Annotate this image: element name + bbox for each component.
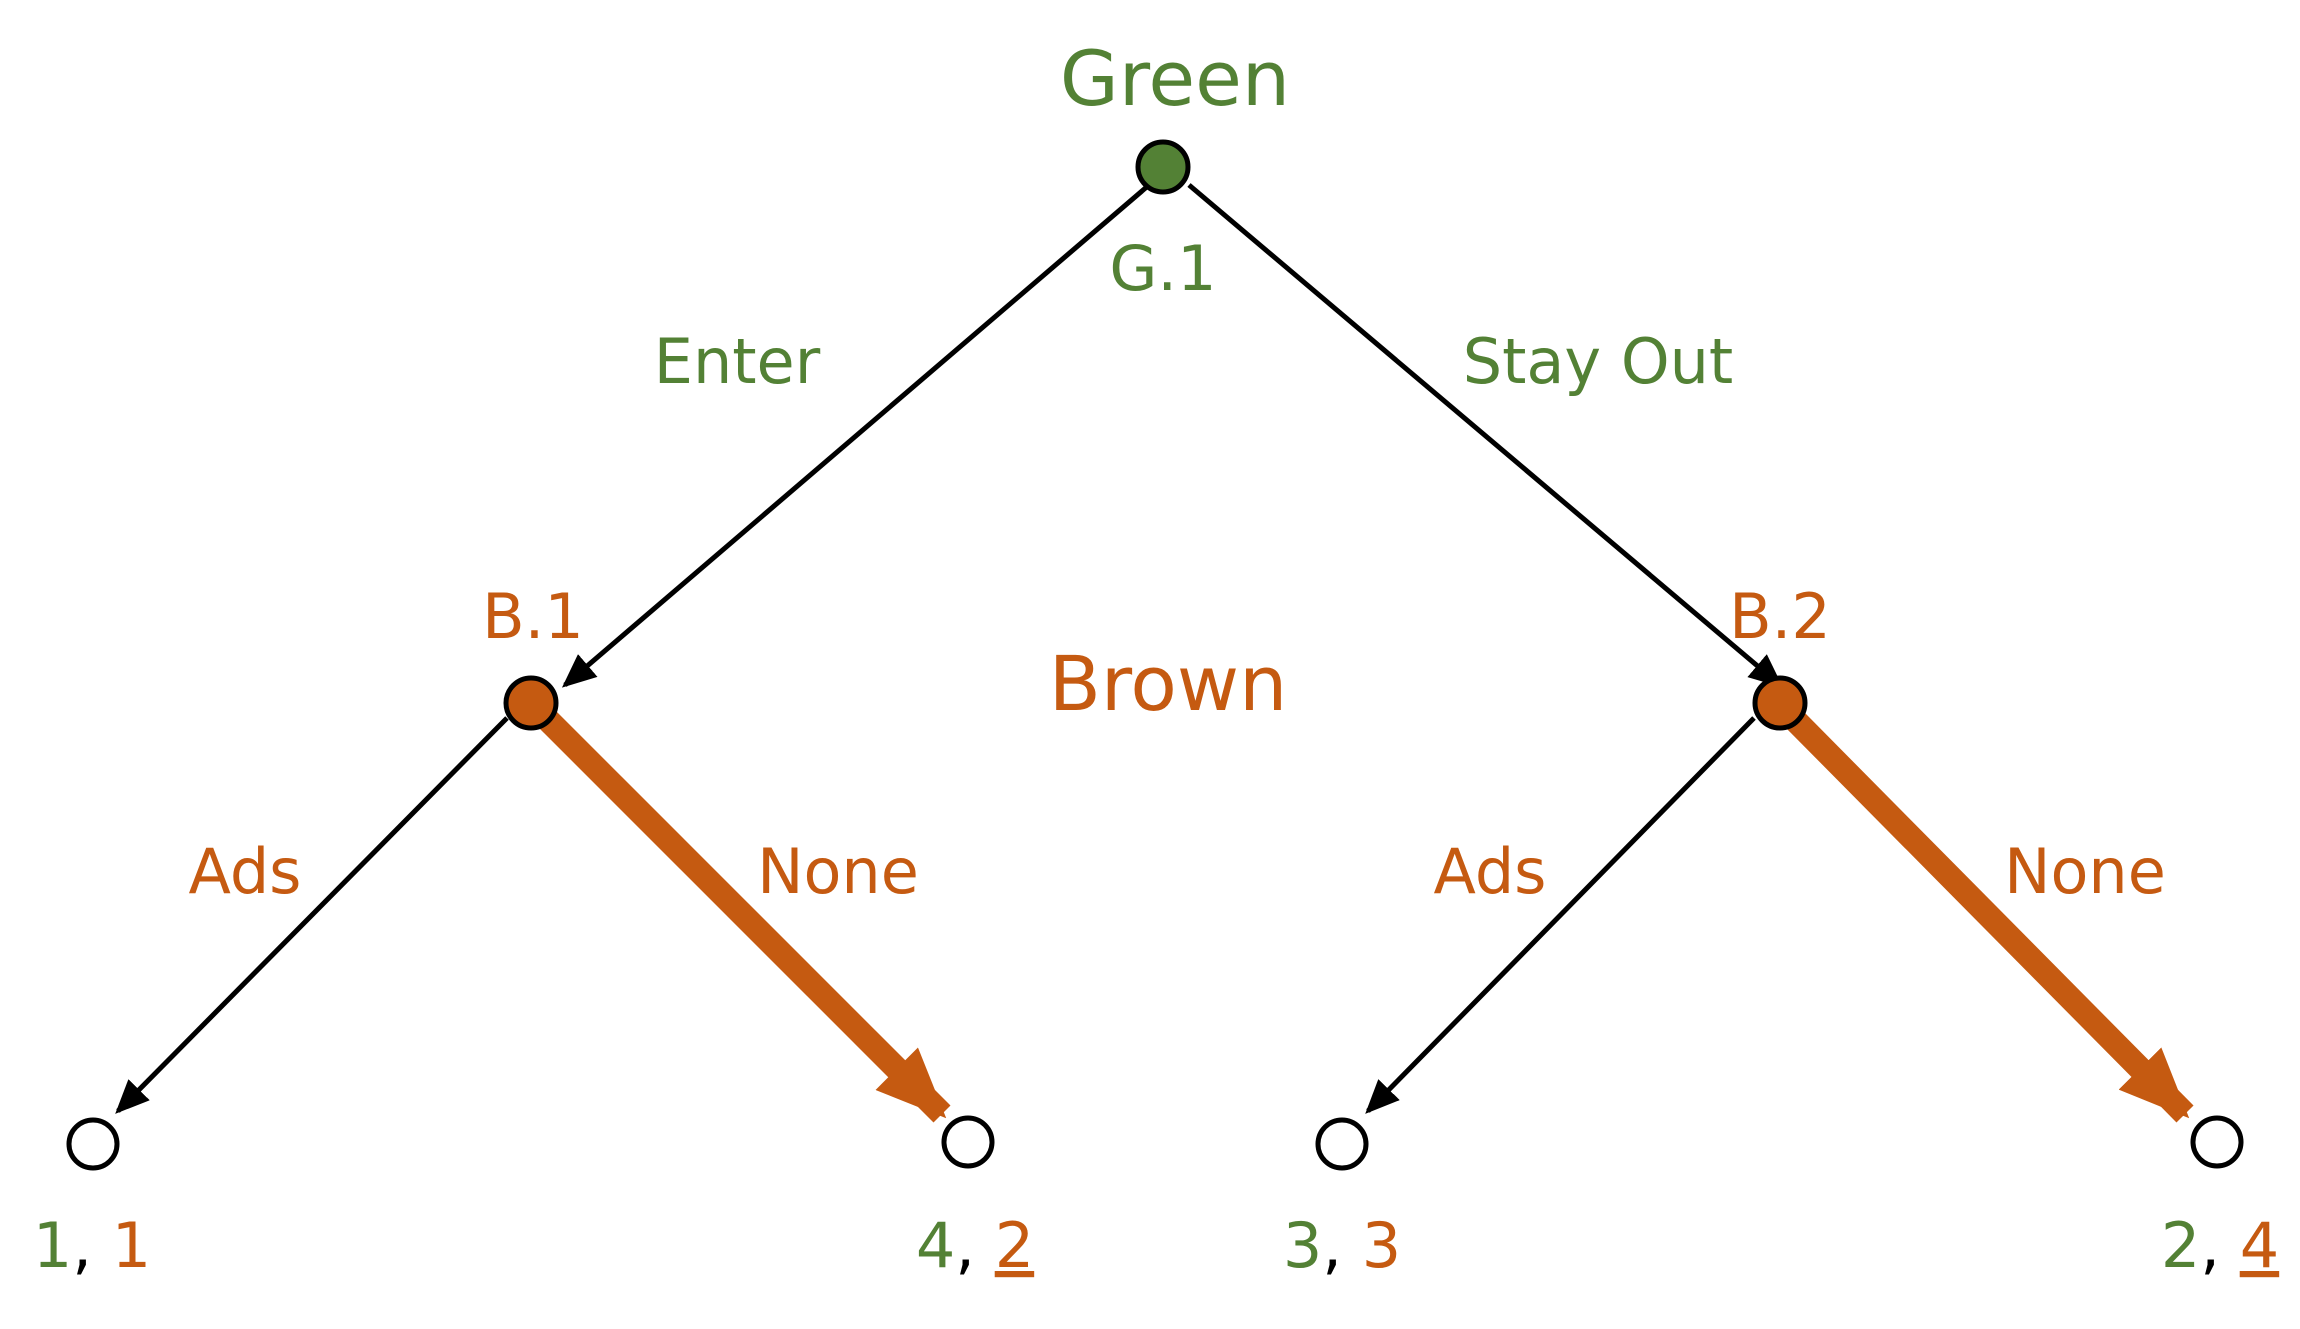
payoff-4: 2, 4 [2161,1209,2279,1282]
action-label-stay-out: Stay Out [1463,325,1733,398]
payoff-1-separator: , [72,1209,92,1282]
action-label-b1-none: None [757,835,919,908]
player-brown-label: Brown [1049,639,1288,728]
payoff-3: 3, 3 [1283,1209,1401,1282]
payoff-3-brown: 3 [1362,1209,1401,1282]
edge-b2-ads [1365,716,1756,1114]
payoff-4-brown: 4 [2240,1209,2279,1282]
payoff-1: 1, 1 [33,1209,151,1282]
node-label-b1: B.1 [482,580,584,653]
edge-enter [561,183,1151,688]
action-label-enter: Enter [654,325,821,398]
edge-b1-ads [115,716,509,1114]
terminal-node-1 [66,1117,120,1171]
action-label-b2-ads: Ads [1434,835,1547,908]
terminal-node-3 [1315,1117,1369,1171]
node-b2 [1752,675,1808,731]
node-b1 [503,675,559,731]
node-g1 [1135,139,1191,195]
payoff-2-brown: 2 [995,1209,1034,1282]
payoff-1-green: 1 [33,1209,72,1282]
payoff-2-separator: , [955,1209,975,1282]
edge-b1-none [539,711,951,1123]
payoff-2-green: 4 [916,1209,955,1282]
payoff-3-green: 3 [1283,1209,1322,1282]
terminal-node-4 [2190,1115,2244,1169]
payoff-3-separator: , [1322,1209,1342,1282]
node-label-g1: G.1 [1109,232,1216,305]
payoff-2: 4, 2 [916,1209,1034,1282]
player-green-label: Green [1060,34,1290,123]
node-label-b2: B.2 [1729,580,1831,653]
payoff-4-green: 2 [2161,1209,2200,1282]
edge-b2-none [1786,711,2194,1123]
action-label-b1-ads: Ads [189,835,302,908]
payoff-4-separator: , [2200,1209,2220,1282]
payoff-1-brown: 1 [112,1209,151,1282]
action-label-b2-none: None [2004,835,2166,908]
terminal-node-2 [941,1115,995,1169]
edge-stay-out [1187,183,1784,688]
